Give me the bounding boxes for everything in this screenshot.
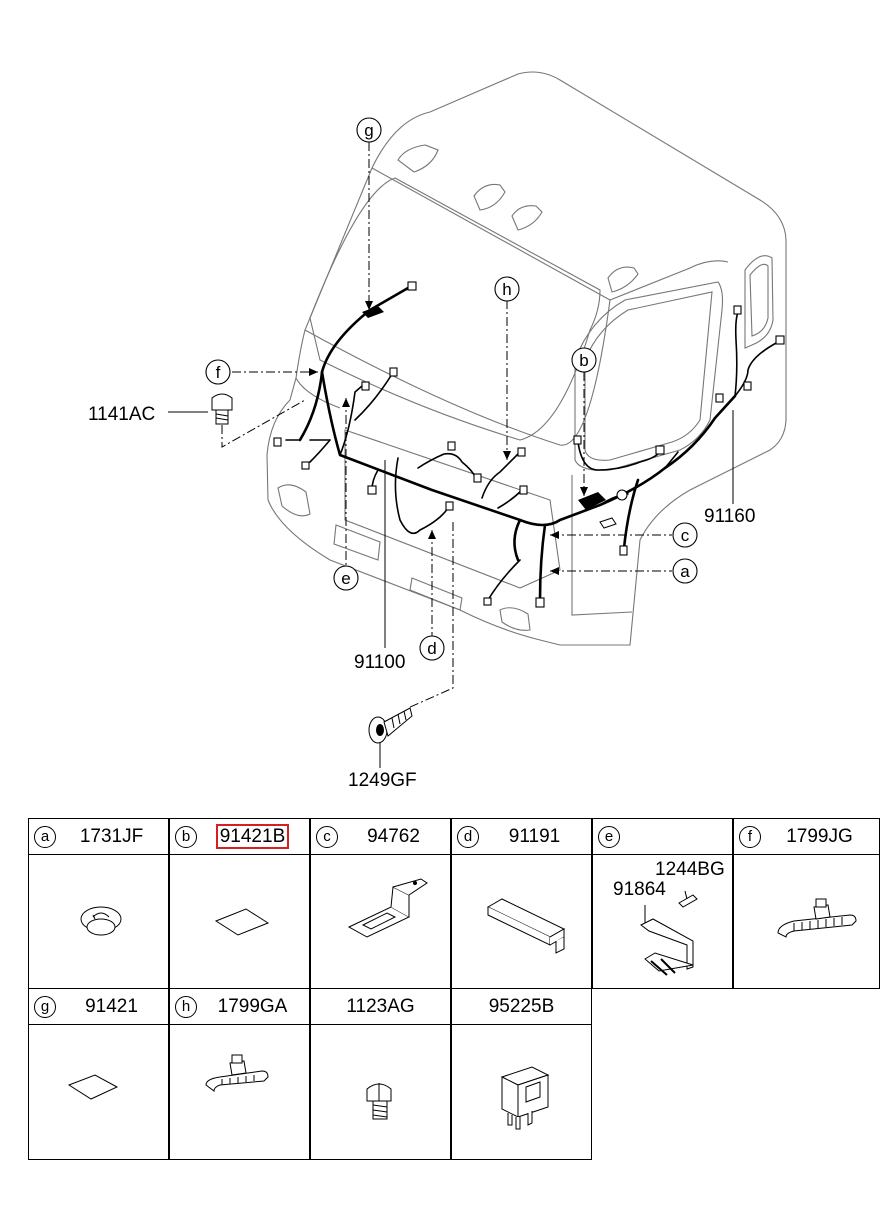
grommet-icon (80, 906, 122, 936)
highlighted-part-number: 91421B (215, 824, 290, 849)
part-number: 1799JG (786, 826, 853, 847)
cell-letter: e (598, 826, 620, 848)
callout-h: h (494, 276, 520, 302)
cable-tie-icon (777, 898, 857, 938)
part-number: 91421 (85, 996, 138, 1017)
part-image: 1244BG 91864 (593, 855, 732, 989)
callout-g: g (356, 117, 382, 143)
svg-text:e: e (341, 569, 350, 588)
bolt-icon (366, 1083, 392, 1120)
cell-header: 1123AG (311, 989, 450, 1025)
sub-part-number-1244bg: 1244BG (655, 859, 725, 880)
svg-text:g: g (364, 121, 373, 140)
label-1141ac: 1141AC (88, 404, 155, 425)
wiring-harness-diagram: g h b f c a e d 1141AC 91100 91160 1249G… (88, 71, 787, 791)
part-image (170, 1025, 309, 1159)
harness-wires (273, 281, 785, 608)
parts-cell-g[interactable]: g 91421 (28, 988, 169, 1160)
screw-1249gf-icon (368, 707, 413, 744)
cable-tie-icon (205, 1054, 269, 1092)
parts-cell-1123ag[interactable]: 1123AG (310, 988, 451, 1160)
part-number: 91421B (200, 824, 305, 849)
parts-cell-h[interactable]: h 1799GA (169, 988, 310, 1160)
callout-b: b (571, 347, 597, 373)
part-number: 91191 (508, 826, 561, 847)
label-91100: 91100 (354, 652, 405, 673)
cell-header: 95225B (452, 989, 591, 1025)
parts-cell-e[interactable]: e 1244BG 91864 (592, 818, 733, 989)
svg-text:d: d (427, 639, 436, 658)
part-number: 95225B (488, 996, 555, 1017)
part-image (29, 855, 168, 989)
part-image (452, 1025, 591, 1159)
svg-text:b: b (579, 351, 588, 370)
callout-c: c (672, 522, 698, 548)
protector-icon (486, 898, 566, 954)
svg-text:a: a (680, 562, 690, 581)
pad-icon (214, 908, 270, 936)
parts-cell-b[interactable]: b 91421B (169, 818, 310, 989)
bolt-1141ac-icon (211, 393, 233, 425)
cell-letter: h (175, 996, 197, 1018)
part-number: 1799GA (217, 996, 288, 1017)
svg-text:c: c (681, 526, 690, 545)
parts-cell-f[interactable]: f 1799JG (733, 818, 880, 989)
parts-cell-d[interactable]: d 91191 (451, 818, 592, 989)
part-number: 1123AG (346, 996, 415, 1017)
label-1249gf: 1249GF (348, 770, 417, 791)
part-image (734, 855, 879, 989)
callout-f: f (205, 359, 231, 385)
pad-icon (67, 1074, 119, 1100)
cell-header: f 1799JG (734, 819, 879, 855)
callout-d: d (419, 635, 445, 661)
cell-letter: c (316, 826, 338, 848)
parts-cell-a[interactable]: a 1731JF (28, 818, 169, 989)
cab-body-outline (266, 71, 787, 646)
cell-letter: d (457, 826, 479, 848)
bracket-bolt-icon (640, 890, 698, 976)
bracket-icon (347, 878, 428, 938)
cell-header: e (593, 819, 732, 855)
part-number: 94762 (367, 826, 420, 847)
label-91160: 91160 (704, 506, 755, 527)
callout-a: a (672, 558, 698, 584)
part-number: 1731JF (79, 826, 144, 847)
parts-cell-95225b[interactable]: 95225B (451, 988, 592, 1160)
leader-lines (168, 142, 734, 768)
cell-letter: a (34, 826, 56, 848)
cell-header: d 91191 (452, 819, 591, 855)
cell-header: b 91421B (170, 819, 309, 855)
cell-header: h 1799GA (170, 989, 309, 1025)
cell-letter: g (34, 996, 56, 1018)
part-image (29, 1025, 168, 1159)
cell-header: g 91421 (29, 989, 168, 1025)
part-image (311, 1025, 450, 1159)
svg-text:f: f (216, 363, 221, 382)
cell-letter: b (175, 826, 197, 848)
cell-header: a 1731JF (29, 819, 168, 855)
callout-e: e (333, 565, 359, 591)
part-image (311, 855, 450, 989)
sub-part-number-91864: 91864 (613, 879, 666, 900)
part-image (452, 855, 591, 989)
part-image (170, 855, 309, 989)
svg-text:h: h (502, 280, 511, 299)
parts-table: a 1731JF b 91421B c 94762 (28, 818, 880, 1160)
relay-icon (500, 1066, 550, 1130)
cell-letter: f (739, 826, 761, 848)
cell-header: c 94762 (311, 819, 450, 855)
parts-cell-c[interactable]: c 94762 (310, 818, 451, 989)
